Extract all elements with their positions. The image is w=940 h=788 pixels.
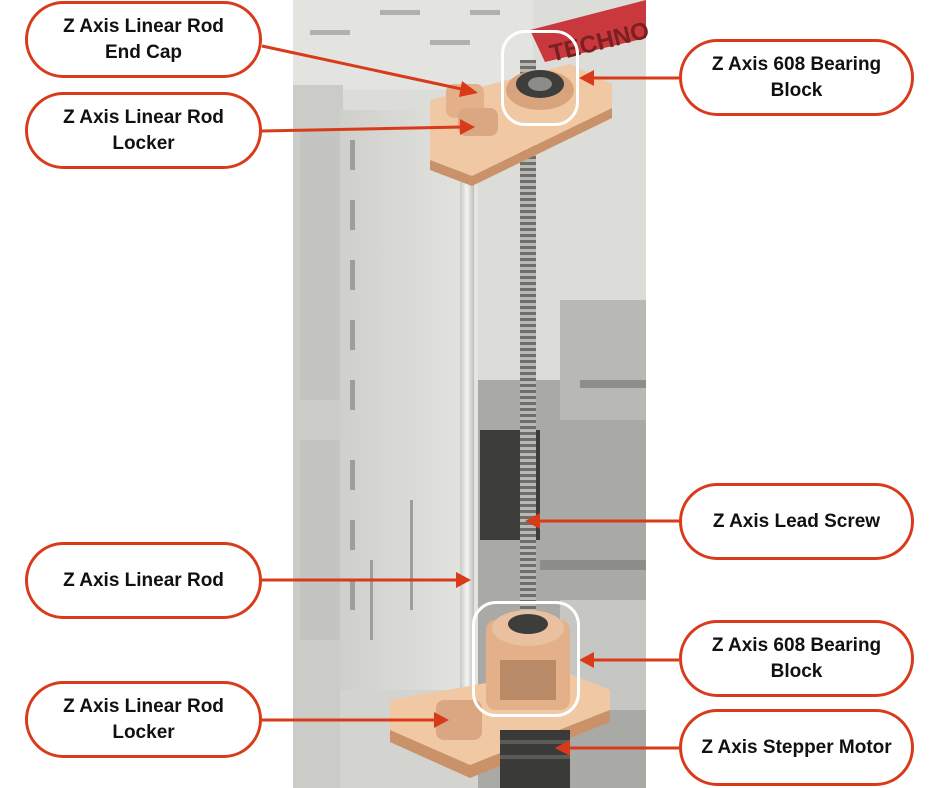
arrow-lead-screw — [525, 513, 679, 529]
callout-linear-rod-label: Z Axis Linear Rod — [63, 569, 224, 591]
highlight-bearing-block-top — [501, 30, 579, 126]
bottom-plate-assembly — [390, 610, 610, 788]
highlight-bearing-block-bottom — [472, 601, 580, 717]
callout-rod-locker-top-label: Z Axis Linear Rod Locker — [63, 106, 224, 154]
callout-rod-locker-bottom-label: Z Axis Linear Rod Locker — [63, 695, 224, 743]
arrow-rod-end-cap — [261, 44, 478, 97]
callout-rod-end-cap: Z Axis Linear Rod End Cap — [25, 1, 262, 78]
callout-rod-end-cap-label: Z Axis Linear Rod End Cap — [63, 15, 224, 63]
callout-stepper-motor-label: Z Axis Stepper Motor — [701, 736, 892, 758]
callout-bearing-block-top-label: Z Axis 608 Bearing Block — [711, 53, 882, 101]
arrow-bearing-block-top — [579, 70, 679, 86]
callout-bearing-block-bottom: Z Axis 608 Bearing Block — [679, 620, 914, 697]
callout-linear-rod: Z Axis Linear Rod — [25, 542, 262, 619]
arrow-bearing-block-bottom — [579, 652, 679, 668]
arrow-linear-rod — [262, 572, 471, 588]
callout-lead-screw-label: Z Axis Lead Screw — [712, 510, 881, 532]
arrow-stepper-motor — [555, 740, 679, 756]
callout-bearing-block-top: Z Axis 608 Bearing Block — [679, 39, 914, 116]
callout-rod-locker-bottom: Z Axis Linear Rod Locker — [25, 681, 262, 758]
callout-rod-locker-top: Z Axis Linear Rod Locker — [25, 92, 262, 169]
arrow-rod-locker-top — [261, 119, 475, 135]
linear-rod — [460, 150, 474, 710]
arrow-rod-locker-bottom — [262, 712, 449, 728]
pointer-arrows — [261, 44, 679, 756]
lead-screw — [520, 60, 536, 620]
callout-bearing-block-bottom-label: Z Axis 608 Bearing Block — [711, 634, 882, 682]
callout-lead-screw: Z Axis Lead Screw — [679, 483, 914, 560]
callout-stepper-motor: Z Axis Stepper Motor — [679, 709, 914, 786]
